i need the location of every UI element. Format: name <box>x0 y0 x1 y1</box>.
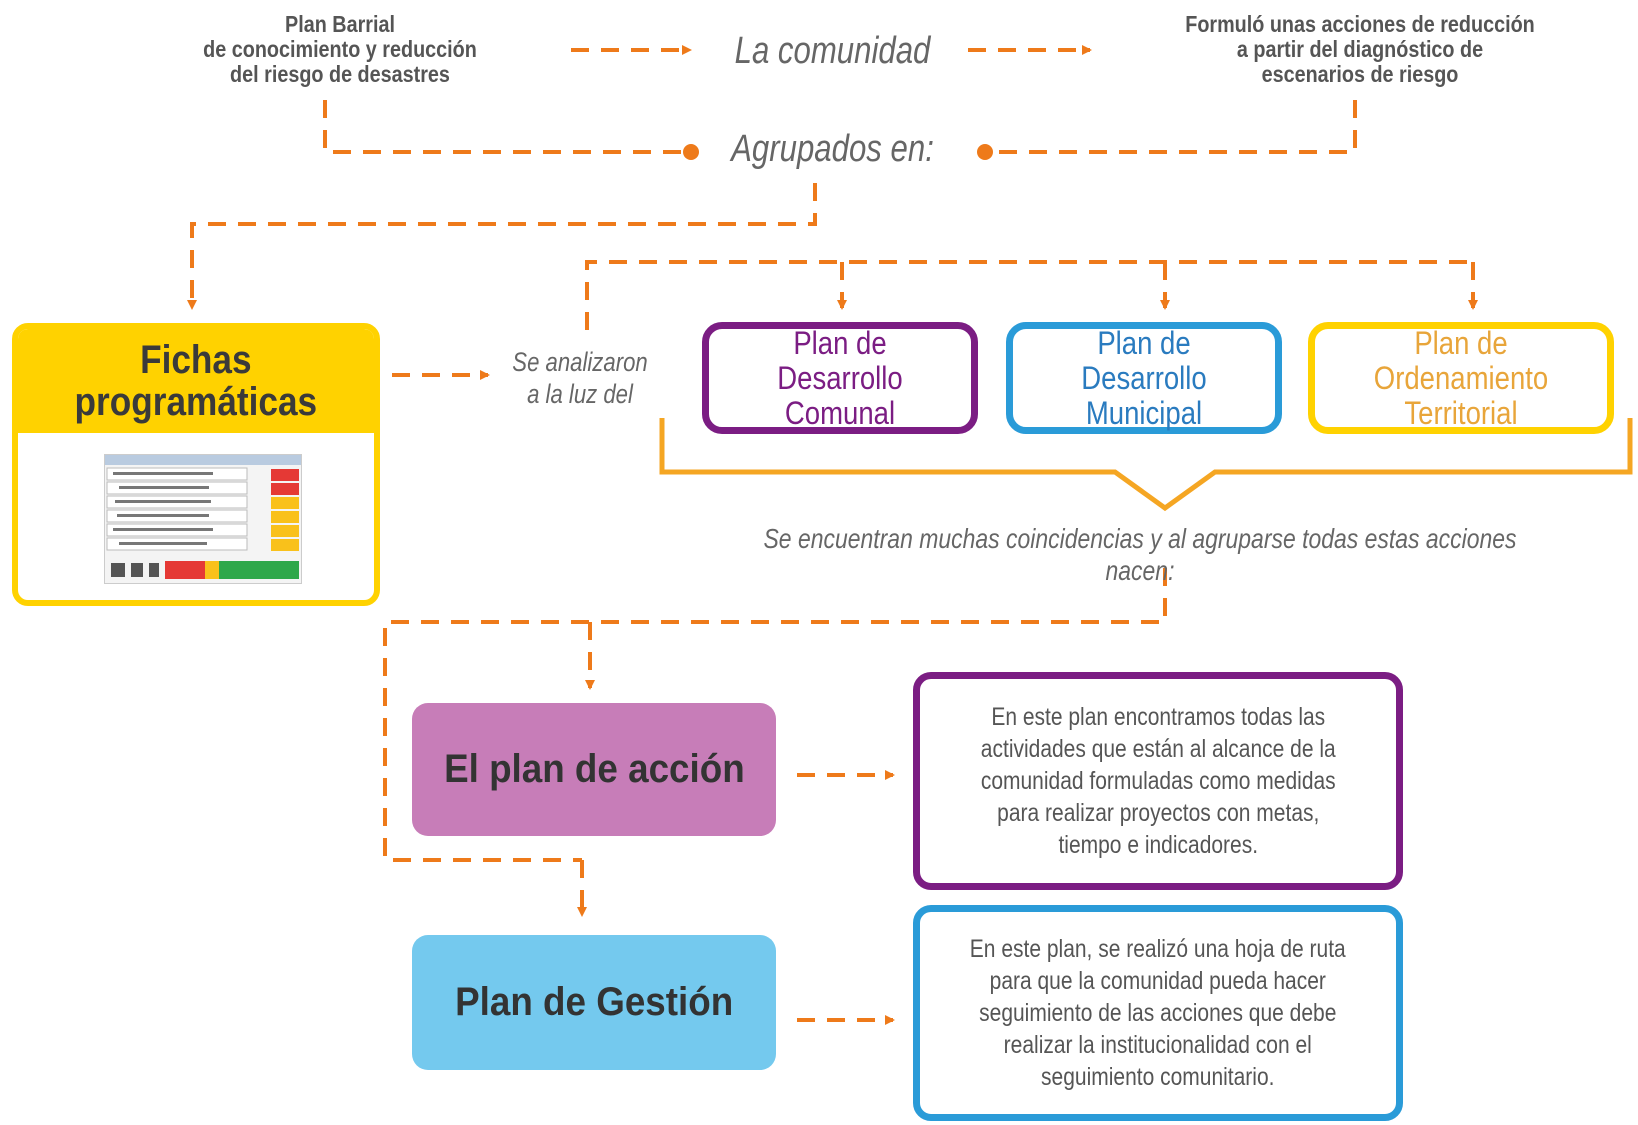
plan-gestion-title: Plan de Gestión <box>454 980 734 1024</box>
plan-comunal-label: Plan de Desarrollo Comunal <box>777 324 903 431</box>
plan-gestion-box: Plan de Gestión <box>412 935 776 1070</box>
analizaron-text: Se analizaron a la luz del <box>512 347 648 409</box>
agrupados-right-dot <box>977 144 993 160</box>
plan-gestion-description-box: En este plan, se realizó una hoja de rut… <box>913 905 1403 1121</box>
plan-accion-title: El plan de acción <box>443 747 745 791</box>
connector-coincidencias-to-plans <box>383 568 1167 862</box>
connector-formulo-to-agrupados <box>985 100 1357 154</box>
spreadsheet-thumbnail-icon <box>104 454 302 584</box>
connector-agrupados-to-fichas <box>187 183 817 310</box>
plan-accion-description-box: En este plan encontramos todas las activ… <box>913 672 1403 890</box>
coincidencias-text: Se encuentran muchas coincidencias y al … <box>763 523 1517 586</box>
agrupados-text: Agrupados en: <box>731 128 934 170</box>
fichas-title-bar: Fichas programáticas <box>18 329 374 433</box>
plan-gestion-description: En este plan, se realizó una hoja de rut… <box>970 935 1346 1091</box>
connector-barrial-to-agrupados <box>323 100 690 154</box>
plan-desarrollo-comunal: Plan de Desarrollo Comunal <box>702 322 978 434</box>
comunidad-text: La comunidad <box>734 30 931 72</box>
plans-brace <box>659 418 1633 512</box>
agrupados-left-dot <box>683 144 699 160</box>
plan-barrial-text: Plan Barrial de conocimiento y reducción… <box>203 11 477 87</box>
plan-ordenamiento-label: Plan de Ordenamiento Territorial <box>1373 324 1549 431</box>
fichas-programaticas-card: Fichas programáticas <box>12 323 380 606</box>
fichas-title: Fichas programáticas <box>74 338 318 424</box>
plan-municipal-label: Plan de Desarrollo Municipal <box>1081 324 1207 431</box>
formulo-text: Formuló unas acciones de reducción a par… <box>1185 11 1535 87</box>
connector-analizaron-to-plans <box>585 260 1473 330</box>
plan-ordenamiento-territorial: Plan de Ordenamiento Territorial <box>1308 322 1614 434</box>
plan-desarrollo-municipal: Plan de Desarrollo Municipal <box>1006 322 1282 434</box>
plan-accion-box: El plan de acción <box>412 703 776 836</box>
plan-accion-description: En este plan encontramos todas las activ… <box>980 703 1336 859</box>
